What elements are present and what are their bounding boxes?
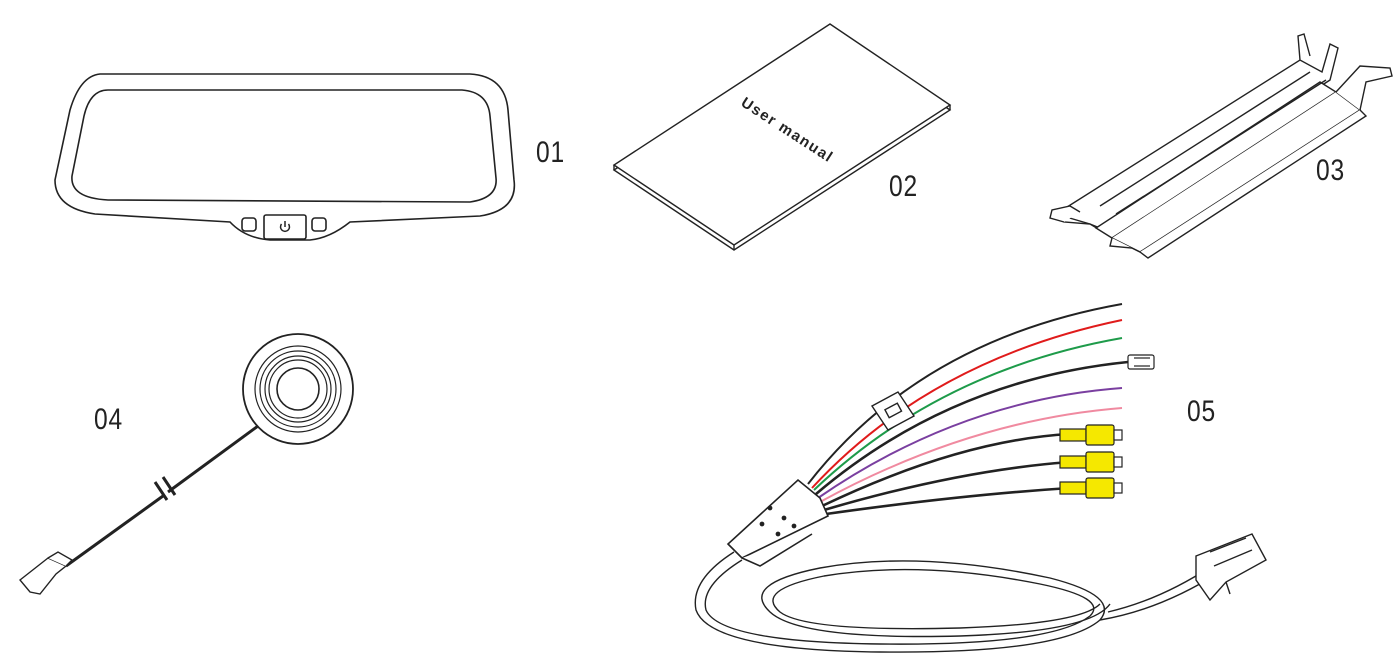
microphone-illustration [19,333,354,595]
part-label-05: 05 [1187,395,1217,428]
rca-connector-3 [1059,477,1123,499]
microphone-plug [19,551,74,595]
power-icon [279,221,291,233]
coiled-cable [694,551,1221,653]
harness-main-connector [1195,533,1267,602]
rca-connector-1 [1059,424,1123,446]
mounting-clip-illustration [1049,33,1393,259]
user-manual-illustration: User manual [612,23,952,251]
part-label-03: 03 [1316,154,1346,187]
part-label-02: 02 [889,170,919,203]
harness-junction-sleeve [726,478,830,567]
part-label-01: 01 [536,136,566,169]
rca-connector-2 [1059,451,1123,473]
inline-connector-block [870,391,916,431]
wiring-harness-illustration [694,303,1267,653]
part-label-04: 04 [94,403,124,436]
wire-plug-connector [1127,354,1155,370]
rearview-mirror-illustration [54,73,516,241]
